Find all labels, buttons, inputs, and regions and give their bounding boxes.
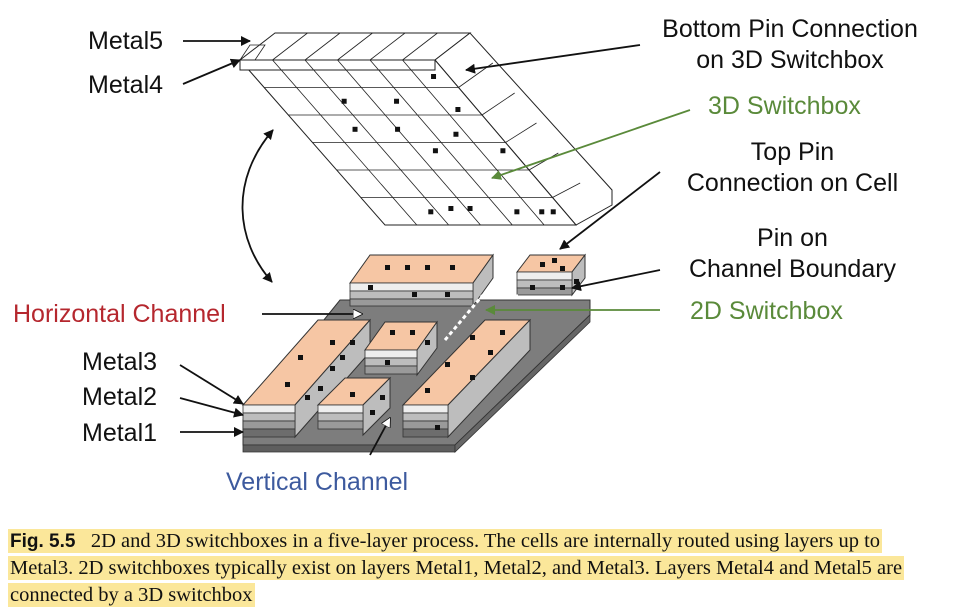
pin-marker — [500, 148, 506, 154]
switchbox-3d-grid — [238, 32, 613, 226]
pin-marker — [514, 209, 520, 215]
top-pin-line2: Connection on Cell — [686, 168, 899, 197]
pin-channel-line2: Channel Boundary — [688, 254, 897, 283]
metal3-label: Metal3 — [82, 348, 158, 376]
switchbox-2d-outline — [443, 294, 518, 341]
vertical-channel-label: Vertical Channel — [226, 468, 409, 496]
pointer-arrows — [179, 36, 691, 456]
bottom-pin-line2: on 3D Switchbox — [696, 45, 884, 74]
cell-layout — [241, 253, 591, 453]
pin-marker — [395, 126, 401, 132]
switchbox-2d-label: 2D Switchbox — [690, 297, 843, 325]
figure-caption: Fig. 5.5 2D and 3D switchboxes in a five… — [8, 528, 948, 609]
pin-marker — [341, 98, 347, 104]
pin-marker — [432, 148, 438, 154]
metal5-label: Metal5 — [88, 27, 164, 55]
horizontal-channel-label: Horizontal Channel — [13, 300, 226, 328]
pin-marker — [539, 209, 545, 215]
metal1-label: Metal1 — [82, 419, 158, 447]
pin-marker — [455, 107, 461, 112]
pin-marker — [453, 131, 459, 137]
metal2-label: Metal2 — [82, 383, 158, 411]
pin-channel-line1: Pin on — [757, 224, 828, 252]
top-pin-label: Top Pin Connection on Cell — [660, 137, 925, 198]
pin-marker — [352, 126, 358, 132]
metal4-label: Metal4 — [88, 71, 164, 99]
switchbox-diagram — [179, 32, 691, 456]
correspondence-arrow — [241, 129, 274, 283]
top-pin-line1: Top Pin — [750, 138, 835, 166]
caption-text: 2D and 3D switchboxes in a five-layer pr… — [10, 530, 903, 606]
pin-marker — [448, 206, 454, 211]
pin-marker — [431, 74, 437, 79]
bottom-pin-label: Bottom Pin Connection on 3D Switchbox — [640, 14, 940, 75]
pin-marker — [550, 209, 556, 215]
pin-marker — [467, 206, 473, 211]
pin-channel-label: Pin on Channel Boundary — [660, 223, 925, 284]
caption-fig-label: Fig. 5.5 — [10, 531, 76, 552]
pin-marker — [428, 209, 434, 215]
switchbox-3d-label: 3D Switchbox — [708, 92, 861, 120]
pin-marker — [394, 98, 400, 104]
bottom-pin-line1: Bottom Pin Connection — [662, 15, 918, 43]
